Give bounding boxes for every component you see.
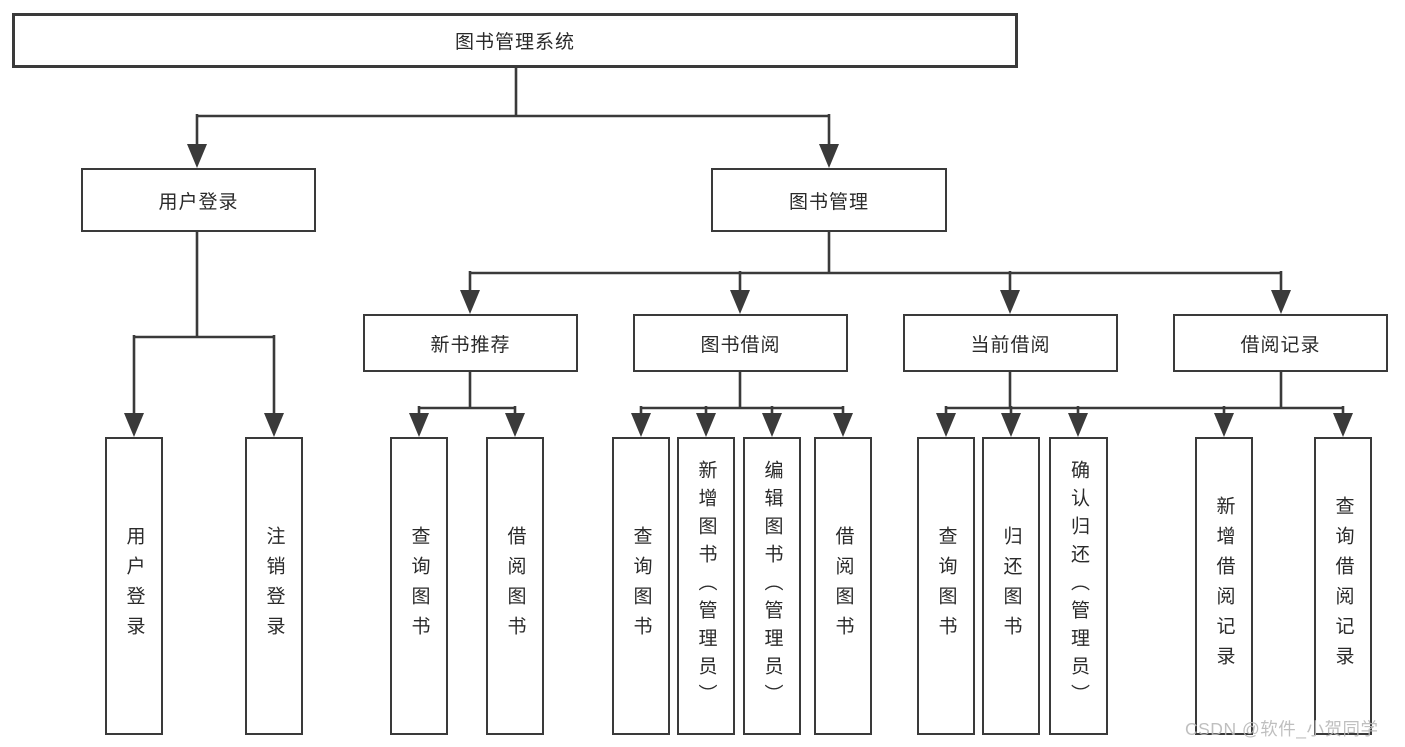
node-label: 当前借阅 bbox=[970, 334, 1051, 356]
leaf-user-login: 用户登录 bbox=[105, 437, 163, 735]
leaf-borrow-books: 借阅图书 bbox=[814, 437, 872, 735]
node-label: 图书借阅 bbox=[700, 334, 781, 356]
node-label: 借阅图书 bbox=[832, 526, 854, 646]
node-label: 借阅记录 bbox=[1240, 334, 1321, 356]
node-label: 新增图书（管理员） bbox=[695, 460, 717, 712]
leaf-add-borrow-record: 新增借阅记录 bbox=[1195, 437, 1253, 735]
node-borrowing-records: 借阅记录 bbox=[1173, 314, 1388, 372]
leaf-edit-book-admin: 编辑图书（管理员） bbox=[743, 437, 801, 735]
node-label: 用户登录 bbox=[158, 191, 239, 213]
node-library-management-system: 图书管理系统 bbox=[12, 13, 1018, 68]
node-book-management: 图书管理 bbox=[711, 168, 947, 232]
leaf-query-books-current: 查询图书 bbox=[917, 437, 975, 735]
leaf-add-book-admin: 新增图书（管理员） bbox=[677, 437, 735, 735]
leaf-confirm-return-admin: 确认归还（管理员） bbox=[1049, 437, 1108, 735]
leaf-query-books-borrow: 查询图书 bbox=[612, 437, 670, 735]
node-user-login: 用户登录 bbox=[81, 168, 316, 232]
node-label: 查询图书 bbox=[935, 526, 957, 646]
node-label: 新增借阅记录 bbox=[1213, 496, 1235, 676]
node-current-borrowing: 当前借阅 bbox=[903, 314, 1118, 372]
node-new-book-recommendation: 新书推荐 bbox=[363, 314, 578, 372]
leaf-query-borrow-record: 查询借阅记录 bbox=[1314, 437, 1372, 735]
node-label: 图书管理 bbox=[788, 191, 869, 213]
node-label: 查询图书 bbox=[408, 526, 430, 646]
node-label: 注销登录 bbox=[263, 526, 285, 646]
node-label: 查询借阅记录 bbox=[1332, 496, 1354, 676]
node-label: 编辑图书（管理员） bbox=[761, 460, 783, 712]
node-label: 图书管理系统 bbox=[454, 32, 575, 53]
node-book-borrowing: 图书借阅 bbox=[633, 314, 848, 372]
node-label: 归还图书 bbox=[1000, 526, 1022, 646]
node-label: 查询图书 bbox=[630, 526, 652, 646]
node-label: 借阅图书 bbox=[504, 526, 526, 646]
node-label: 用户登录 bbox=[123, 526, 145, 646]
leaf-query-books-recommend: 查询图书 bbox=[390, 437, 448, 735]
csdn-watermark: CSDN @软件_小贺同学 bbox=[1185, 719, 1379, 739]
node-label: 新书推荐 bbox=[430, 334, 511, 356]
leaf-return-book: 归还图书 bbox=[982, 437, 1040, 735]
node-label: 确认归还（管理员） bbox=[1068, 460, 1089, 712]
leaf-borrow-books-recommend: 借阅图书 bbox=[486, 437, 544, 735]
leaf-logout: 注销登录 bbox=[245, 437, 303, 735]
